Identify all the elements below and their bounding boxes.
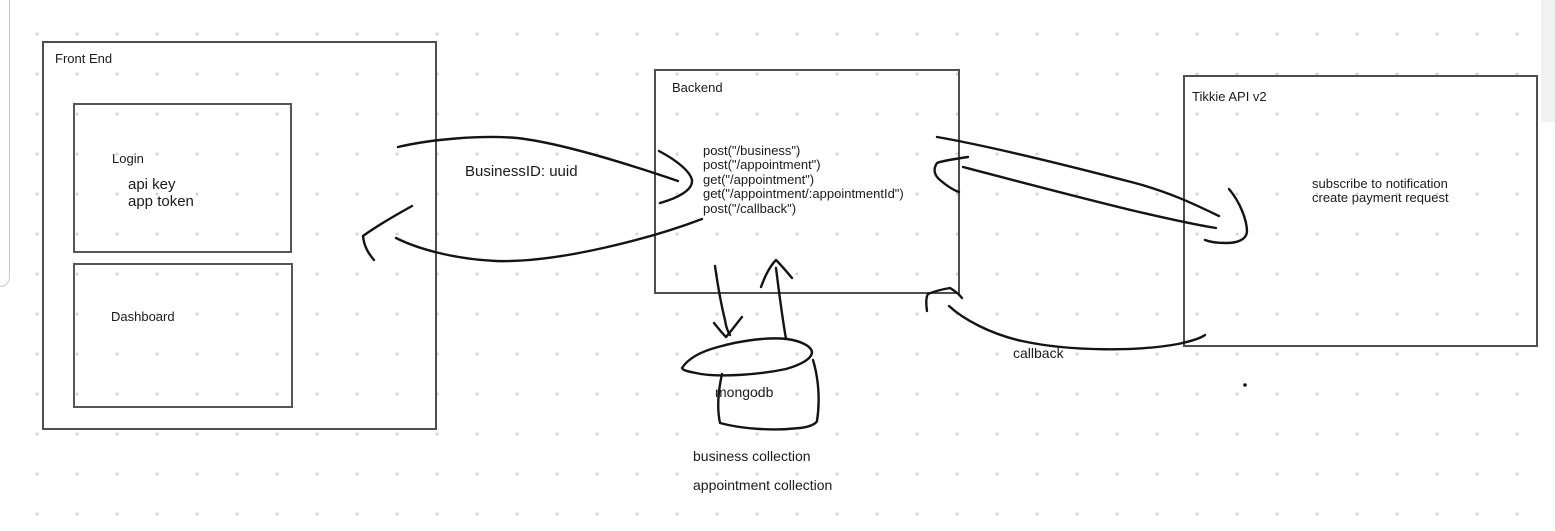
dashboard-title[interactable]: Dashboard (111, 309, 175, 324)
arrow-callback-line[interactable] (947, 304, 1207, 351)
frontend-title[interactable]: Front End (55, 51, 113, 66)
tikkie-actions-text[interactable]: subscribe to notification create payment… (1312, 176, 1449, 206)
login-line-api-key: api key (128, 176, 176, 193)
login-line-app-token: app token (128, 192, 194, 210)
mongodb-cylinder-lid[interactable] (680, 337, 814, 377)
stray-dot[interactable] (1243, 383, 1247, 387)
tikkie-line-subscribe: subscribe to notification (1312, 176, 1448, 191)
arrow-tikkie-to-backend-line[interactable] (961, 165, 1218, 230)
backend-endpoints-text[interactable]: post("/business") post("/appointment") g… (703, 143, 904, 216)
tikkie-title[interactable]: Tikkie API v2 (1192, 89, 1267, 104)
callback-label[interactable]: callback (1013, 345, 1064, 361)
business-collection-label[interactable]: business collection (693, 448, 811, 464)
left-panel-edge (0, 0, 10, 287)
vertical-scrollbar[interactable] (1541, 0, 1555, 122)
arrow-backend-to-tikkie-line[interactable] (935, 135, 1221, 218)
backend-title[interactable]: Backend (672, 80, 723, 95)
endpoint-post-business: post("/business") (703, 143, 801, 158)
appointment-collection-label[interactable]: appointment collection (693, 477, 833, 493)
endpoint-post-appointment: post("/appointment") (703, 157, 821, 173)
dashboard-box[interactable] (73, 263, 293, 408)
login-title[interactable]: Login (112, 151, 144, 166)
login-credentials-text[interactable]: api key app token (128, 176, 194, 210)
businessid-uuid-label[interactable]: BusinessID: uuid (465, 163, 578, 180)
tikkie-line-create-payment: create payment request (1312, 190, 1449, 206)
endpoint-get-appointment: get("/appointment") (703, 171, 815, 187)
endpoint-post-callback: post("/callback") (703, 200, 797, 216)
endpoint-get-appointment-id: get("/appointment/:appointmentId") (703, 186, 904, 202)
tikkie-box[interactable] (1183, 75, 1538, 347)
mongodb-label[interactable]: mongodb (715, 384, 774, 400)
login-box[interactable] (73, 103, 292, 253)
arrow-backend-to-mongodb-head[interactable] (712, 315, 744, 339)
